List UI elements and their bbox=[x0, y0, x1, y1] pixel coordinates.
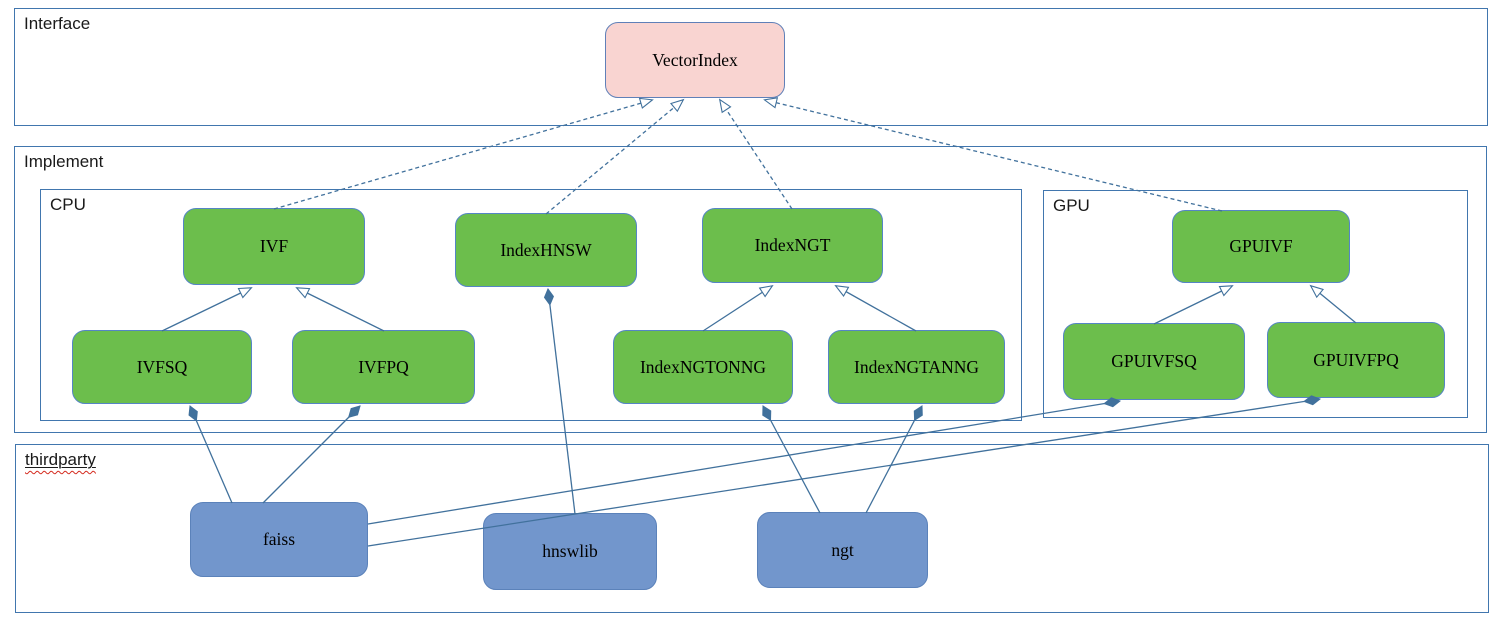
node-indexngt: IndexNGT bbox=[702, 208, 883, 283]
node-ivfsq-label: IVFSQ bbox=[136, 356, 188, 377]
node-ivfpq: IVFPQ bbox=[292, 330, 475, 404]
node-faiss: faiss bbox=[190, 502, 368, 577]
node-gpuivfsq: GPUIVFSQ bbox=[1063, 323, 1245, 400]
node-ngt-label: ngt bbox=[831, 539, 854, 560]
node-ivf-label: IVF bbox=[259, 236, 289, 256]
node-indexhnsw-label: IndexHNSW bbox=[500, 239, 592, 260]
node-vectorindex-label: VectorIndex bbox=[652, 49, 738, 70]
node-gpuivfpq-label: GPUIVFPQ bbox=[1313, 349, 1399, 370]
container-cpu-label: CPU bbox=[50, 195, 86, 214]
node-gpuivfpq: GPUIVFPQ bbox=[1267, 322, 1445, 398]
container-thirdparty-label: thirdparty bbox=[25, 450, 96, 469]
node-hnswlib-label: hnswlib bbox=[542, 541, 598, 561]
node-faiss-label: faiss bbox=[262, 529, 296, 549]
node-indexngt-label: IndexNGT bbox=[754, 235, 831, 255]
node-gpuivf-label: GPUIVF bbox=[1229, 236, 1293, 256]
node-hnswlib: hnswlib bbox=[483, 513, 657, 590]
node-ivfsq: IVFSQ bbox=[72, 330, 252, 404]
node-ivf: IVF bbox=[183, 208, 365, 285]
node-gpuivfsq-label: GPUIVFSQ bbox=[1111, 351, 1197, 371]
node-gpuivf: GPUIVF bbox=[1172, 210, 1350, 283]
node-indexngtanng: IndexNGTANNG bbox=[828, 330, 1005, 404]
node-vectorindex: VectorIndex bbox=[605, 22, 785, 98]
node-indexngtonng: IndexNGTONNG bbox=[613, 330, 793, 404]
container-implement-label: Implement bbox=[24, 152, 104, 171]
node-ngt: ngt bbox=[757, 512, 928, 588]
container-gpu-label: GPU bbox=[1053, 196, 1090, 215]
node-indexngtanng-label: IndexNGTANNG bbox=[854, 356, 979, 377]
node-indexhnsw: IndexHNSW bbox=[455, 213, 637, 287]
node-indexngtonng-label: IndexNGTONNG bbox=[639, 356, 767, 377]
container-interface-label: Interface bbox=[24, 14, 91, 33]
node-ivfpq-label: IVFPQ bbox=[358, 356, 409, 377]
